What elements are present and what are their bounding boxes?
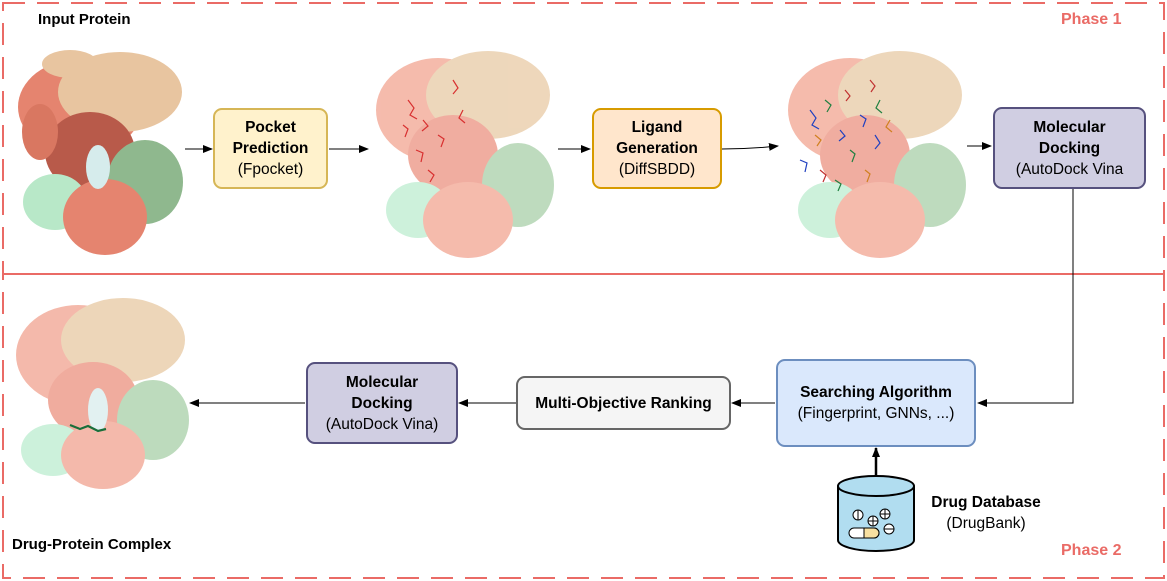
pocket-prediction-box[interactable]: Pocket Prediction (Fpocket) bbox=[213, 108, 328, 189]
input-protein-image bbox=[18, 50, 183, 255]
database-sub: (DrugBank) bbox=[946, 515, 1026, 532]
drug-database-label: Drug Database (DrugBank) bbox=[920, 492, 1052, 534]
arrow-ligand-to-protein3 bbox=[721, 142, 779, 151]
phase1-label: Phase 1 bbox=[1061, 11, 1122, 28]
molecular-docking-box-1[interactable]: Molecular Docking (AutoDock Vina bbox=[993, 107, 1146, 189]
drug-pills-icon bbox=[848, 508, 895, 539]
pocket-line1: Pocket bbox=[245, 119, 296, 136]
docking1-sub: (AutoDock Vina bbox=[1015, 160, 1124, 178]
docking2-sub: (AutoDock Vina) bbox=[325, 415, 439, 433]
ligand-sub: (DiffSBDD) bbox=[618, 161, 696, 178]
ranking-label: Multi-Objective Ranking bbox=[535, 394, 712, 412]
complex-label: Drug-Protein Complex bbox=[12, 536, 172, 553]
search-sub: (Fingerprint, GNNs, ...) bbox=[797, 405, 955, 422]
pocket-protein-image bbox=[376, 51, 554, 258]
molecular-docking-box-2[interactable]: Molecular Docking (AutoDock Vina) bbox=[306, 362, 458, 444]
complex-protein-image bbox=[16, 298, 189, 489]
searching-algorithm-box[interactable]: Searching Algorithm (Fingerprint, GNNs, … bbox=[776, 359, 976, 447]
docking1-line1: Molecular bbox=[1033, 118, 1106, 136]
docking2-line1: Molecular bbox=[345, 373, 419, 391]
drug-database-cylinder[interactable] bbox=[836, 474, 916, 554]
docking2-line2: Docking bbox=[351, 394, 413, 412]
ligand-generation-box[interactable]: Ligand Generation (DiffSBDD) bbox=[592, 108, 722, 189]
ligand-line1: Ligand bbox=[631, 119, 683, 136]
arrow-docking-to-search bbox=[977, 189, 1074, 407]
ligand-protein-image bbox=[788, 51, 966, 258]
phase2-label: Phase 2 bbox=[1061, 542, 1122, 559]
pocket-sub: (Fpocket) bbox=[237, 161, 304, 178]
pocket-line2: Prediction bbox=[232, 140, 309, 157]
phase2-frame bbox=[2, 273, 1165, 579]
input-protein-label: Input Protein bbox=[38, 11, 131, 28]
search-line1: Searching Algorithm bbox=[800, 384, 952, 401]
database-title: Drug Database bbox=[931, 494, 1041, 511]
docking1-line2: Docking bbox=[1038, 139, 1101, 157]
ligand-line2: Generation bbox=[616, 140, 698, 157]
multi-objective-ranking-box[interactable]: Multi-Objective Ranking bbox=[516, 376, 731, 430]
